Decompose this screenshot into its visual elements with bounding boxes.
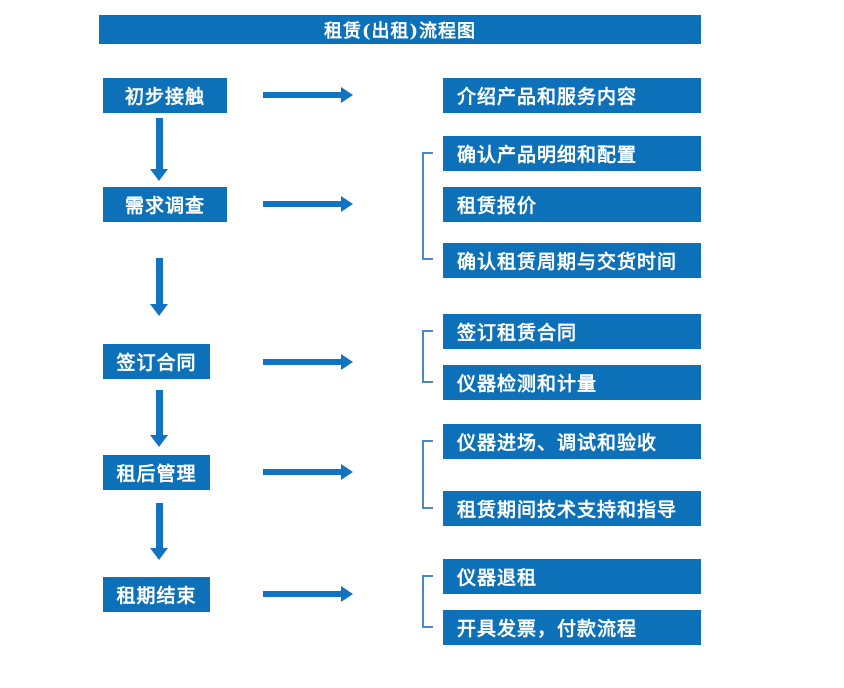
detail-label: 确认租赁周期与交货时间 xyxy=(457,251,678,273)
step-box-post-rental-management: 租后管理 xyxy=(103,455,210,490)
arrow-head xyxy=(341,586,353,602)
arrow-head xyxy=(341,87,353,103)
arrow-head xyxy=(150,548,168,560)
detail-box-confirm-product-config: 确认产品明细和配置 xyxy=(443,136,701,171)
step-box-demand-survey: 需求调查 xyxy=(103,187,227,222)
flow-title: 租赁(出租)流程图 xyxy=(323,20,477,42)
detail-label: 仪器检测和计量 xyxy=(457,373,598,395)
arrow-shaft xyxy=(155,503,163,548)
detail-box-sign-rental-contract: 签订租赁合同 xyxy=(443,314,701,349)
group-bracket-icon xyxy=(422,575,433,628)
detail-box-rental-quotation: 租赁报价 xyxy=(443,187,701,222)
step-label: 租期结束 xyxy=(116,585,197,607)
arrow-shaft xyxy=(155,390,163,435)
arrow-head xyxy=(341,354,353,370)
arrow-head xyxy=(150,304,168,316)
arrow-shaft xyxy=(263,359,341,365)
detail-label: 开具发票，付款流程 xyxy=(457,618,638,640)
detail-label: 租赁期间技术支持和指导 xyxy=(457,499,678,521)
detail-box-instrument-inspection: 仪器检测和计量 xyxy=(443,365,701,400)
arrow-shaft xyxy=(155,258,163,304)
down-arrow-icon xyxy=(150,503,168,560)
detail-box-introduce-products: 介绍产品和服务内容 xyxy=(443,78,701,113)
step-box-rental-end: 租期结束 xyxy=(103,577,210,612)
group-bracket-icon xyxy=(422,330,433,383)
down-arrow-icon xyxy=(150,118,168,181)
arrow-head xyxy=(150,169,168,181)
step-label: 需求调查 xyxy=(124,195,205,217)
arrow-head xyxy=(341,464,353,480)
detail-label: 仪器退租 xyxy=(457,567,538,589)
right-arrow-icon xyxy=(263,354,353,370)
group-bracket-icon xyxy=(422,440,433,509)
right-arrow-icon xyxy=(263,586,353,602)
flow-title-bar: 租赁(出租)流程图 xyxy=(99,15,701,44)
right-arrow-icon xyxy=(263,464,353,480)
detail-box-tech-support: 租赁期间技术支持和指导 xyxy=(443,491,701,526)
right-arrow-icon xyxy=(263,196,353,212)
detail-box-instrument-setup-acceptance: 仪器进场、调试和验收 xyxy=(443,424,701,459)
detail-box-confirm-period-delivery: 确认租赁周期与交货时间 xyxy=(443,243,701,278)
arrow-shaft xyxy=(155,118,163,169)
right-arrow-icon xyxy=(263,87,353,103)
step-label: 初步接触 xyxy=(124,86,205,108)
group-bracket-icon xyxy=(422,152,433,260)
detail-label: 介绍产品和服务内容 xyxy=(457,86,638,108)
detail-label: 签订租赁合同 xyxy=(457,322,578,344)
step-box-sign-contract: 签订合同 xyxy=(103,344,210,379)
detail-box-invoice-payment: 开具发票，付款流程 xyxy=(443,610,701,645)
arrow-shaft xyxy=(263,92,341,98)
detail-label: 确认产品明细和配置 xyxy=(457,144,638,166)
arrow-shaft xyxy=(263,201,341,207)
detail-box-instrument-return: 仪器退租 xyxy=(443,559,701,594)
detail-label: 租赁报价 xyxy=(457,195,538,217)
down-arrow-icon xyxy=(150,258,168,316)
detail-label: 仪器进场、调试和验收 xyxy=(457,432,658,454)
step-label: 签订合同 xyxy=(116,352,197,374)
arrow-head xyxy=(341,196,353,212)
arrow-shaft xyxy=(263,469,341,475)
step-label: 租后管理 xyxy=(116,463,197,485)
down-arrow-icon xyxy=(150,390,168,447)
arrow-head xyxy=(150,435,168,447)
step-box-initial-contact: 初步接触 xyxy=(103,78,227,113)
arrow-shaft xyxy=(263,591,341,597)
